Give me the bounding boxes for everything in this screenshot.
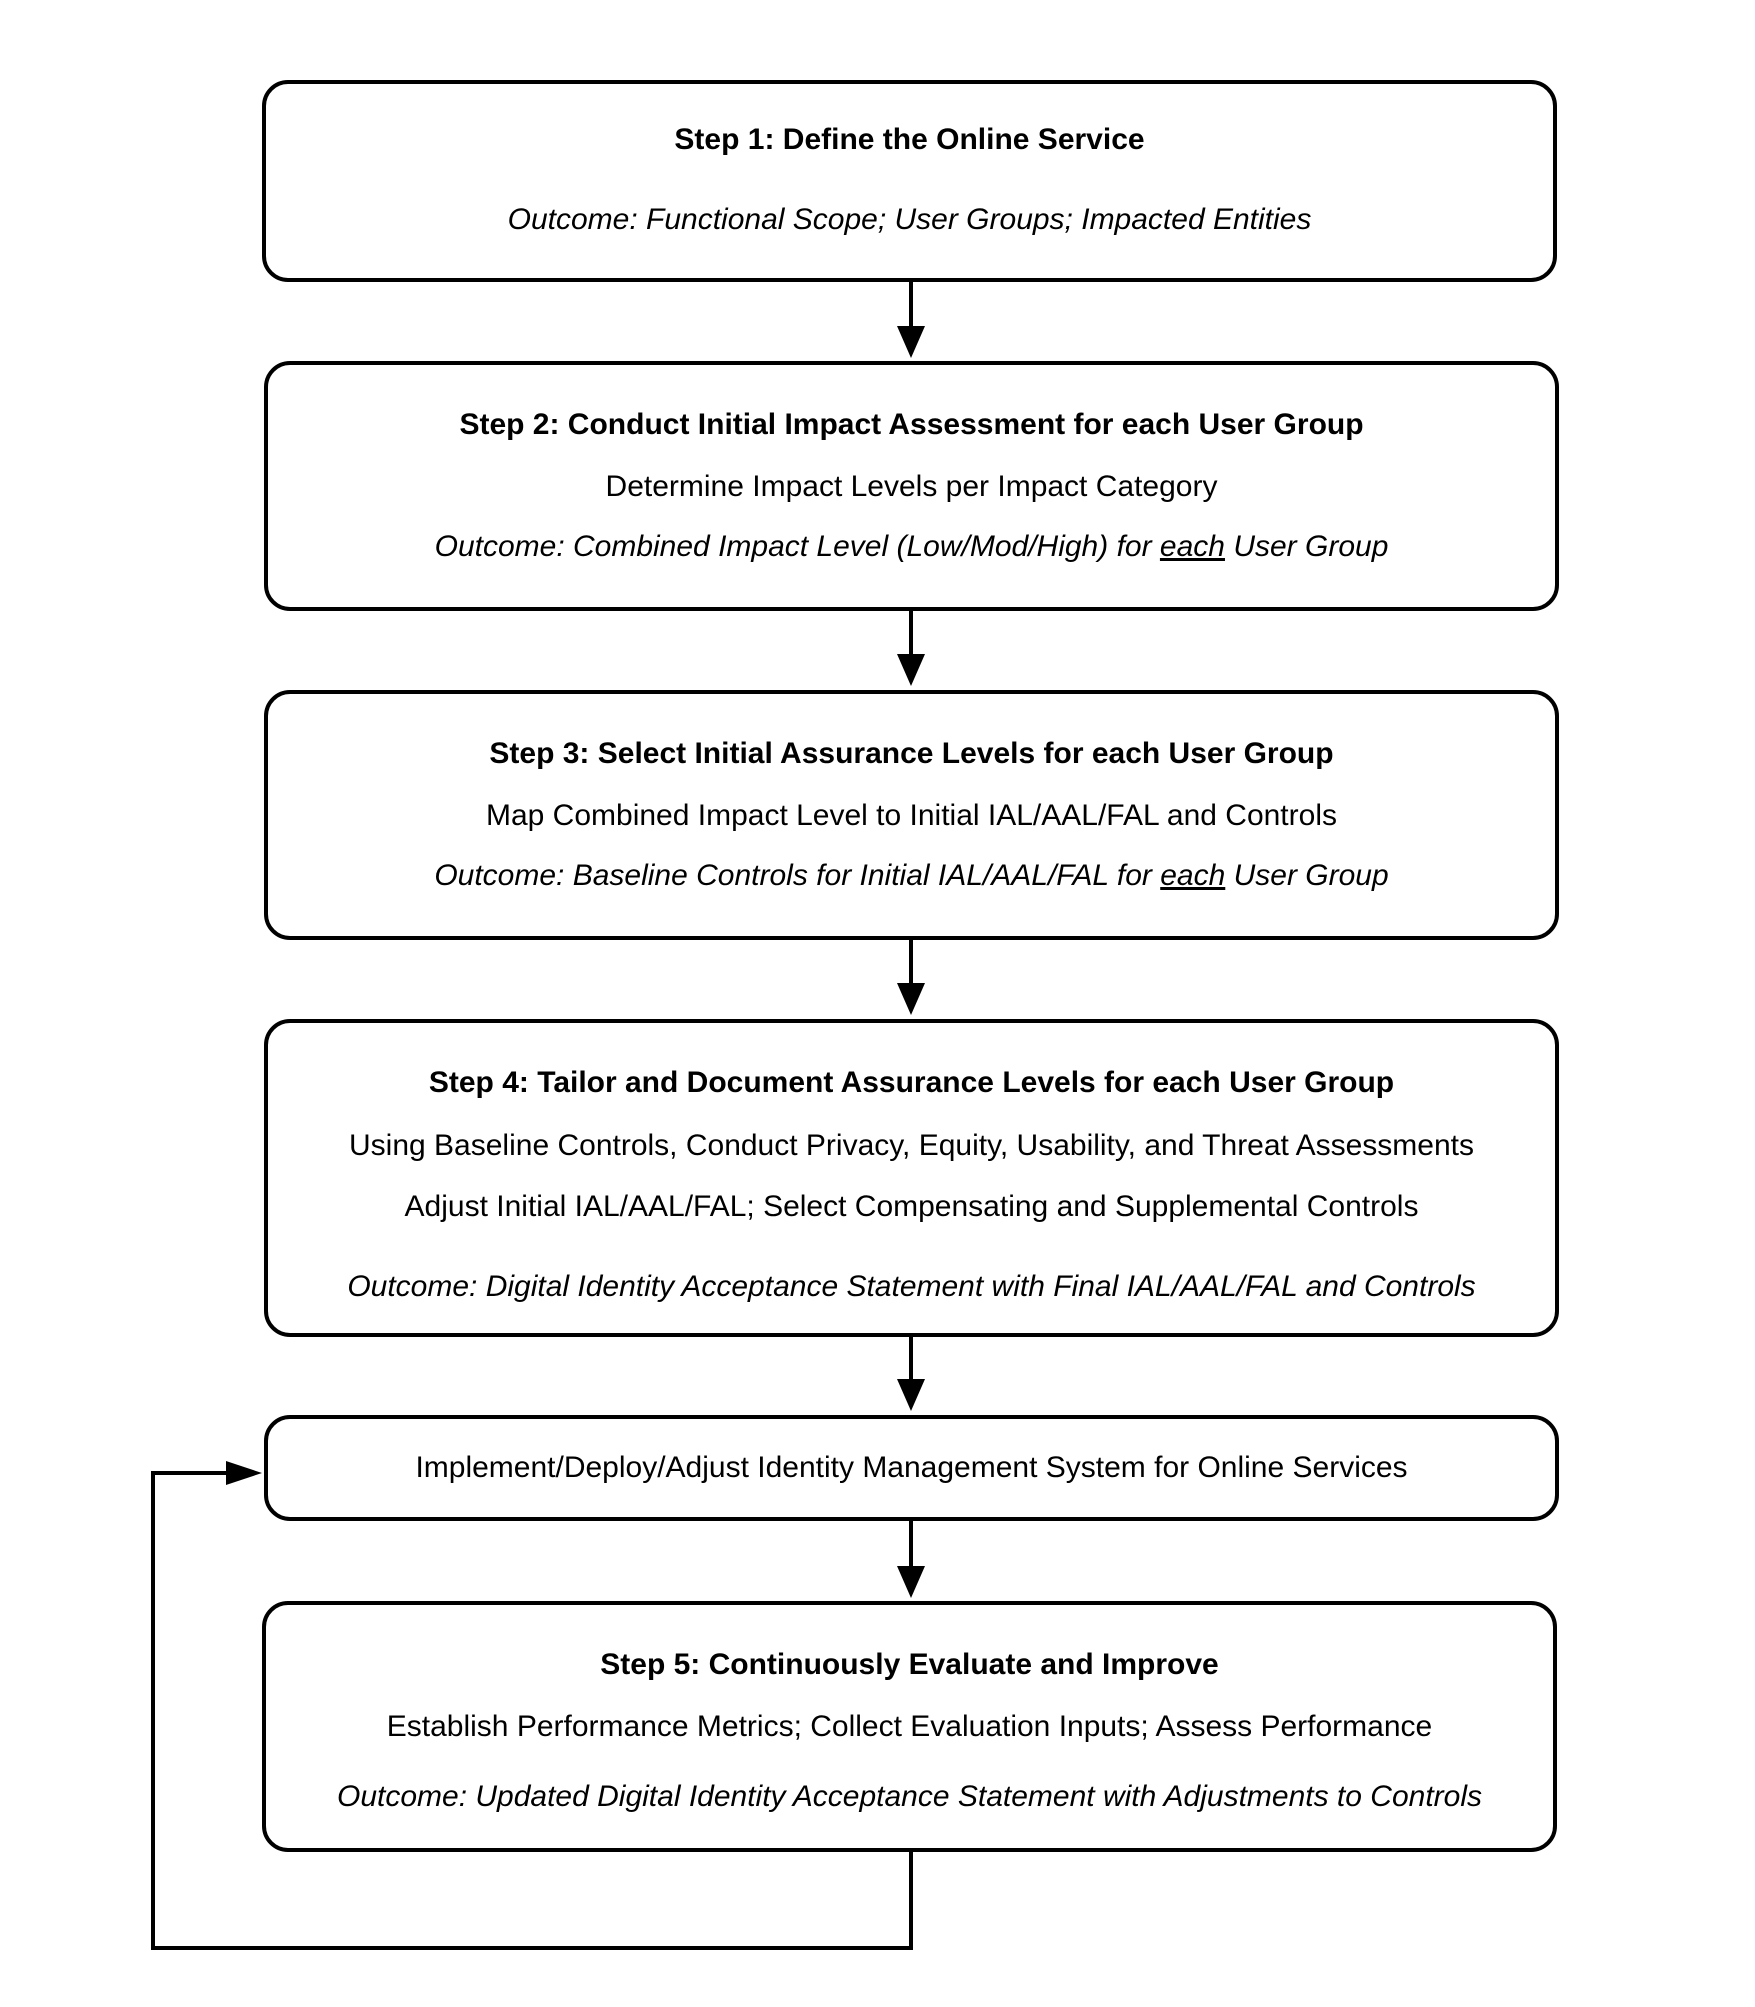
- step2-outcome: Outcome: Combined Impact Level (Low/Mod/…: [268, 529, 1555, 565]
- step2-title: Step 2: Conduct Initial Impact Assessmen…: [459, 408, 1364, 441]
- arrow-implement-to-step5: [897, 1521, 925, 1598]
- step1-outcome: Outcome: Functional Scope; User Groups; …: [507, 203, 1312, 236]
- step5-title: Step 5: Continuously Evaluate and Improv…: [600, 1648, 1219, 1681]
- step2-outcome-emphasis: each: [1159, 530, 1225, 563]
- step2-box: Step 2: Conduct Initial Impact Assessmen…: [264, 361, 1559, 611]
- step3-activity: Map Combined Impact Level to Initial IAL…: [485, 799, 1337, 832]
- step2-outcome-suffix: User Group: [1224, 530, 1389, 563]
- arrow-step3-to-step4: [897, 940, 925, 1015]
- step2-outcome-prefix: Outcome: Combined Impact Level (Low/Mod/…: [434, 530, 1160, 563]
- step1-box: Step 1: Define the Online Service Outcom…: [262, 80, 1557, 282]
- arrow-step2-to-step3: [897, 611, 925, 686]
- step5-box: Step 5: Continuously Evaluate and Improv…: [262, 1601, 1557, 1852]
- implement-activity: Implement/Deploy/Adjust Identity Managem…: [415, 1451, 1408, 1484]
- step3-outcome-suffix: User Group: [1225, 859, 1389, 892]
- step5-outcome: Outcome: Updated Digital Identity Accept…: [336, 1780, 1482, 1813]
- step2-activity: Determine Impact Levels per Impact Categ…: [605, 470, 1218, 503]
- step3-outcome: Outcome: Baseline Controls for Initial I…: [268, 858, 1555, 894]
- step4-title: Step 4: Tailor and Document Assurance Le…: [428, 1066, 1395, 1099]
- step3-title: Step 3: Select Initial Assurance Levels …: [489, 737, 1334, 770]
- step3-outcome-emphasis: each: [1160, 859, 1226, 892]
- step3-box: Step 3: Select Initial Assurance Levels …: [264, 690, 1559, 940]
- arrow-step4-to-implement: [897, 1337, 925, 1411]
- implement-box: Implement/Deploy/Adjust Identity Managem…: [264, 1415, 1559, 1521]
- step3-outcome-prefix: Outcome: Baseline Controls for Initial I…: [434, 859, 1161, 892]
- step5-activity: Establish Performance Metrics; Collect E…: [386, 1710, 1433, 1743]
- arrow-step1-to-step2: [897, 282, 925, 358]
- step4-activity-2: Adjust Initial IAL/AAL/FAL; Select Compe…: [404, 1190, 1419, 1223]
- step4-outcome: Outcome: Digital Identity Acceptance Sta…: [347, 1270, 1476, 1303]
- step4-activity-1: Using Baseline Controls, Conduct Privacy…: [349, 1129, 1474, 1162]
- step4-box: Step 4: Tailor and Document Assurance Le…: [264, 1019, 1559, 1337]
- step1-title: Step 1: Define the Online Service: [674, 123, 1145, 156]
